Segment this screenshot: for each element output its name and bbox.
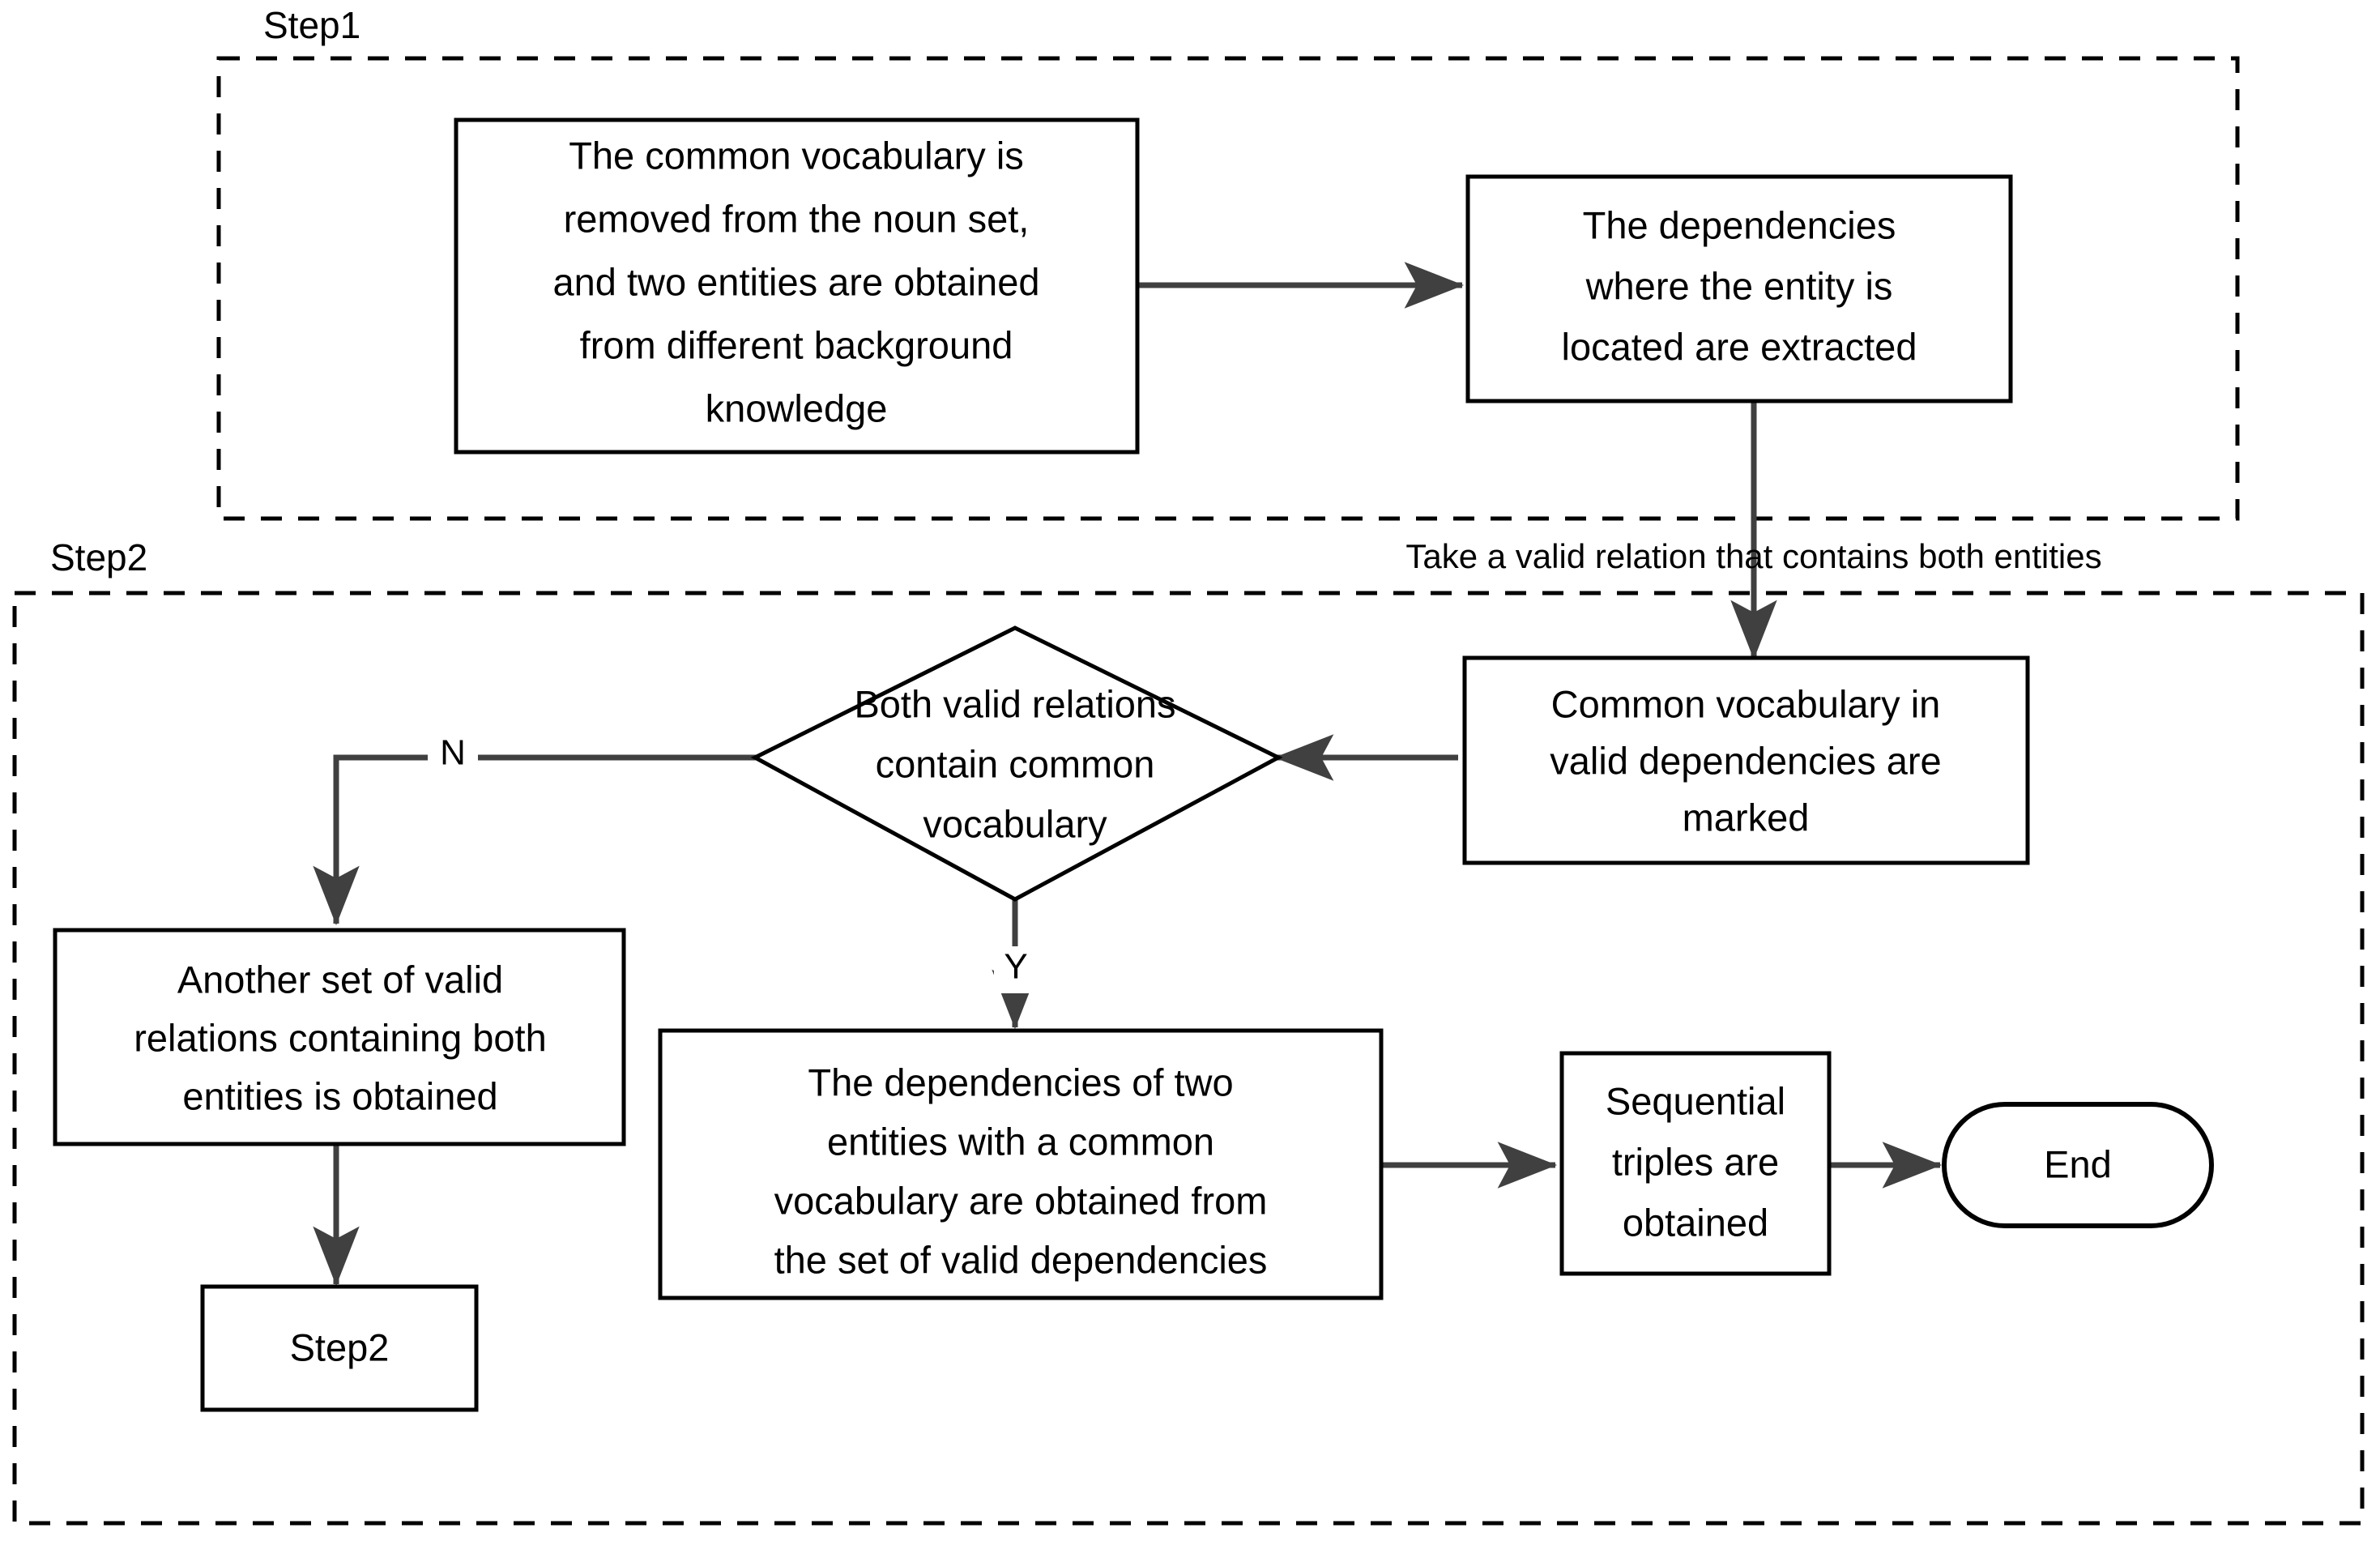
node-sequential-triples-line-2: triples are — [1612, 1140, 1779, 1183]
node-dependencies-two-entities-line-4: the set of valid dependencies — [774, 1238, 1268, 1281]
node-dependencies-two-entities-line-3: vocabulary are obtained from — [774, 1179, 1268, 1222]
node-dependencies-two-entities-line-1: The dependencies of two — [808, 1061, 1233, 1103]
node-common-vocab-removed-line-1: The common vocabulary is — [569, 134, 1024, 177]
node-common-vocab-removed[interactable] — [454, 117, 1140, 455]
node-common-vocab-marked-line-1: Common vocabulary in — [1551, 682, 1941, 725]
node-loop-back-step2[interactable] — [200, 1284, 479, 1412]
node-dependencies-extracted-line-3: located are extracted — [1562, 325, 1917, 368]
branch-label-yes: Y — [1004, 947, 1027, 987]
node-another-set-line-2: relations containing both — [134, 1016, 547, 1059]
node-dependencies-two-entities-line-2: entities with a common — [827, 1120, 1214, 1163]
node-decision-both-valid-relations[interactable] — [750, 625, 1283, 902]
node-decision-line-1: Both valid relations — [854, 682, 1175, 725]
node-loop-back-step2-label: Step2 — [290, 1325, 390, 1368]
node-common-vocab-removed-line-5: knowledge — [706, 386, 888, 429]
node-another-set-obtained[interactable] — [53, 928, 626, 1146]
group-label-step1: Step1 — [263, 4, 360, 46]
node-common-vocab-removed-line-3: and two entities are obtained — [553, 260, 1040, 303]
edge-label-take-valid-relation: Take a valid relation that contains both… — [1405, 537, 2101, 575]
node-decision-line-3: vocabulary — [923, 802, 1107, 845]
node-sequential-triples[interactable] — [1559, 1051, 1832, 1276]
node-sequential-triples-line-1: Sequential — [1606, 1079, 1785, 1122]
node-common-vocab-marked-line-2: valid dependencies are — [1550, 739, 1941, 782]
node-dependencies-extracted-line-2: where the entity is — [1585, 264, 1893, 307]
node-sequential-triples-line-3: obtained — [1623, 1201, 1768, 1244]
node-end-terminator[interactable] — [1942, 1102, 2214, 1228]
node-common-vocab-removed-line-4: from different background — [580, 323, 1013, 366]
branch-label-no-backdrop — [428, 734, 478, 781]
node-dependencies-extracted-line-1: The dependencies — [1583, 203, 1896, 246]
node-dependencies-extracted[interactable] — [1465, 174, 2013, 403]
node-dependencies-of-two-entities[interactable] — [658, 1028, 1384, 1300]
node-common-vocab-marked[interactable] — [1462, 655, 2030, 865]
connector-decision-no-branch — [313, 754, 757, 926]
node-another-set-line-1: Another set of valid — [177, 958, 503, 1001]
node-common-vocab-marked-line-3: marked — [1683, 796, 1810, 839]
group-box-step1 — [216, 56, 2240, 521]
node-another-set-line-3: entities is obtained — [182, 1074, 497, 1117]
node-decision-line-2: contain common — [876, 742, 1155, 785]
group-label-step2: Step2 — [50, 536, 147, 578]
node-common-vocab-removed-line-2: removed from the noun set, — [564, 197, 1030, 240]
branch-label-yes-backdrop — [994, 946, 1039, 993]
node-end-terminator-label: End — [2044, 1142, 2112, 1185]
group-box-step2 — [12, 591, 2365, 1526]
branch-label-no: N — [440, 733, 466, 773]
